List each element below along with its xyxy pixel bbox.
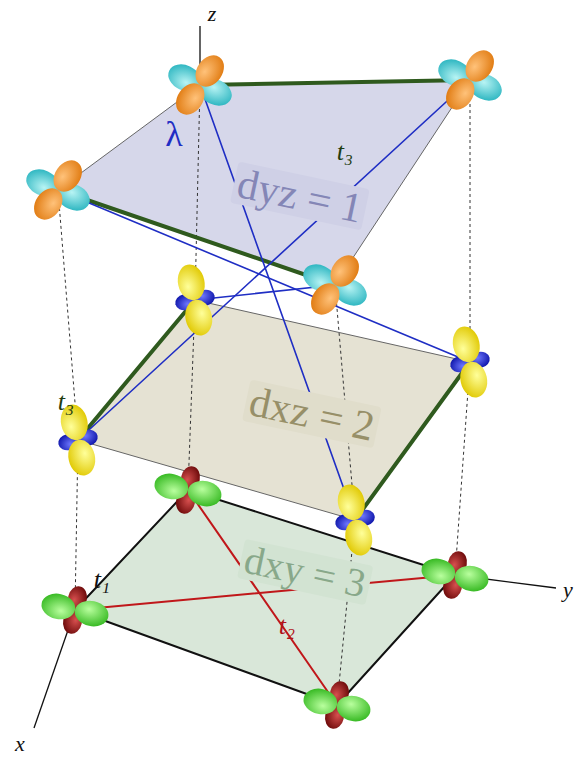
orbital-plane	[78, 300, 470, 520]
orbital-lobe	[440, 73, 480, 115]
d-orbital	[334, 482, 377, 558]
orbital-lobe	[419, 556, 457, 588]
d-orbital	[301, 680, 373, 731]
orbital-plane-label: dxz = 2	[242, 379, 382, 448]
hopping-label: t₂	[279, 613, 295, 639]
hopping-edge	[75, 610, 337, 705]
hopping-edge	[78, 300, 195, 440]
orbital-lobe	[28, 183, 68, 225]
hopping-label: t₃	[337, 139, 353, 165]
orbital-lobe	[335, 482, 368, 523]
d-orbital	[419, 550, 491, 601]
dashed-guide	[58, 190, 78, 610]
orbital-lobe	[182, 297, 215, 338]
plane-edge	[78, 440, 355, 520]
axis-label: x	[15, 733, 25, 755]
orbital-lobe	[457, 359, 490, 400]
orbital-lobe	[152, 471, 190, 503]
hopping-edge	[200, 80, 470, 85]
orbital-lobe	[301, 686, 339, 718]
hopping-label: λ	[165, 116, 182, 152]
hopping-edge	[75, 490, 188, 610]
plane-edge	[335, 80, 470, 285]
orbital-lobe	[305, 278, 345, 320]
orbital-plane	[58, 80, 470, 285]
axis-label: z	[208, 3, 217, 25]
d-orbital	[434, 45, 506, 115]
orbital-lobe	[72, 598, 110, 630]
orbital-lobe	[185, 478, 223, 510]
orbital-lobe	[65, 437, 98, 478]
d-orbital	[164, 50, 236, 120]
hopping-diagonal	[188, 490, 337, 705]
orbital-lobe	[39, 591, 77, 623]
axis-label: y	[563, 579, 573, 601]
orbital-plane-label: dyz = 1	[230, 161, 370, 230]
orbital-lobe	[175, 262, 208, 303]
d-orbital	[22, 155, 94, 225]
orbital-plane	[75, 490, 455, 705]
hopping-label: t₃	[58, 389, 74, 415]
orbital-lobe	[450, 324, 483, 365]
hopping-label: t₁	[94, 567, 110, 593]
orbital-lobe	[170, 78, 210, 120]
coupling-line	[58, 190, 470, 362]
orbital-lobe	[452, 563, 490, 595]
orbital-lobe	[334, 693, 372, 725]
orbital-plane-label: dxy = 3	[237, 539, 373, 605]
orbital-lobe	[342, 517, 375, 558]
d-orbital	[152, 465, 224, 516]
d-orbital	[299, 250, 371, 320]
coupling-line	[200, 85, 355, 520]
d-orbital	[174, 262, 217, 338]
d-orbital	[449, 324, 492, 400]
